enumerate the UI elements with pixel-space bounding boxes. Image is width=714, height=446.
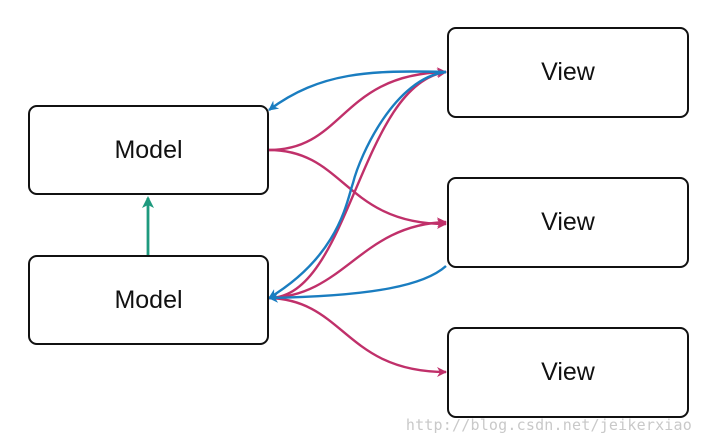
arrow-view-top-to-model-top bbox=[268, 70, 447, 111]
arrow-view-top-to-model-bottom bbox=[268, 70, 447, 300]
model-box-top: Model bbox=[28, 105, 269, 195]
arrow-view-middle-to-model-bottom bbox=[268, 265, 447, 303]
view-top-label: View bbox=[541, 58, 595, 86]
view-middle-label: View bbox=[541, 208, 595, 236]
view-box-top: View bbox=[447, 27, 689, 118]
model-box-bottom: Model bbox=[28, 255, 269, 345]
view-box-middle: View bbox=[447, 177, 689, 268]
arrow-model-bottom-to-view-top bbox=[268, 68, 447, 300]
watermark-text: http://blog.csdn.net/jeikerxiao bbox=[405, 416, 692, 434]
model-to-view-arrows bbox=[268, 67, 447, 377]
arrow-model-bottom-to-view-bottom bbox=[268, 296, 447, 377]
arrow-model-top-to-view-top bbox=[268, 67, 447, 152]
model-top-label: Model bbox=[114, 135, 183, 164]
model-bottom-label: Model bbox=[114, 285, 183, 314]
view-box-bottom: View bbox=[447, 327, 689, 418]
arrow-model-bottom-to-view-middle bbox=[268, 217, 447, 300]
view-to-model-arrows bbox=[268, 70, 447, 303]
arrow-model-top-to-view-middle bbox=[268, 148, 447, 229]
view-bottom-label: View bbox=[541, 358, 595, 386]
